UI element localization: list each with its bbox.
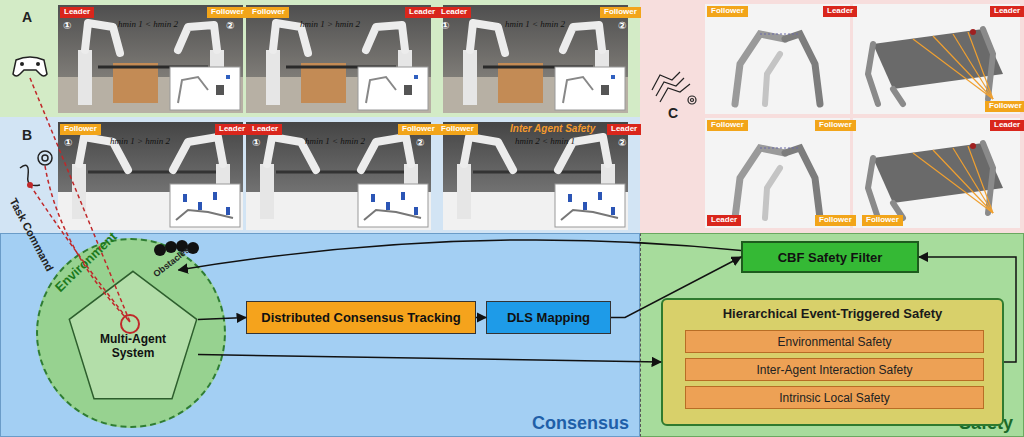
region-panel: Consensus EnvironmentMulti-Agent System Di… — [0, 233, 640, 437]
node-text: Consensus — [532, 413, 629, 434]
role-tag: Leader — [707, 215, 741, 226]
render-image — [853, 4, 1020, 114]
annotation: hmin 1 > hmin 2 — [110, 137, 170, 147]
svg-path — [13, 57, 47, 76]
robot-team-icon — [652, 72, 696, 104]
panel-letter: A — [22, 10, 32, 25]
annotation: hmin 1 < hmin 2 — [305, 137, 365, 147]
render-image — [705, 118, 850, 228]
gamepad-icon — [13, 57, 47, 76]
role-tag: Leader — [990, 6, 1024, 17]
annotation: ① — [64, 137, 72, 148]
environment-circle: EnvironmentMulti-Agent System — [36, 238, 226, 428]
annotation: ① — [63, 20, 71, 31]
annotation: ② — [416, 137, 424, 148]
node-text: Distributed Consensus Tracking — [261, 310, 460, 325]
svg-path — [652, 72, 690, 102]
layer-bar: Intrinsic Local Safety — [685, 386, 984, 409]
role-tag: Follower — [862, 215, 903, 226]
annotation: ① — [252, 137, 260, 148]
node-text: Intrinsic Local Safety — [779, 391, 890, 405]
panel-letter: B — [22, 128, 32, 143]
role-tag: Follower — [815, 215, 856, 226]
render-image — [705, 4, 850, 114]
layer-bar: Inter-Agent Interaction Safety — [685, 358, 984, 381]
role-tag: Follower — [437, 124, 478, 135]
annotation: ② — [618, 137, 626, 148]
process-box: Distributed Consensus Tracking — [246, 301, 476, 334]
annotation: hmin 1 < hmin 2 — [505, 20, 565, 30]
photo — [443, 122, 628, 230]
node-text: Environment — [52, 229, 120, 295]
filter-box: CBF Safety Filter — [741, 241, 919, 273]
role-tag: Follower — [248, 7, 289, 18]
role-tag: Follower — [207, 7, 248, 18]
panel-b-bg — [0, 117, 640, 233]
annotation: ② — [226, 20, 234, 31]
role-tag: Follower — [707, 120, 748, 131]
panel-c-bg — [640, 0, 1024, 233]
svg-circle — [20, 62, 24, 66]
render-image — [853, 118, 1020, 228]
node-text: Inter-Agent Interaction Safety — [756, 363, 912, 377]
role-tag: Follower — [815, 120, 856, 131]
process-box: DLS Mapping — [486, 301, 611, 334]
pentagon-shape — [69, 271, 196, 398]
annotation: ② — [618, 20, 626, 31]
role-tag: Follower — [985, 101, 1024, 112]
panel-letter: C — [668, 106, 678, 121]
node-text: Multi-Agent System — [88, 332, 178, 360]
annotation: ① — [441, 20, 449, 31]
photo — [443, 5, 628, 113]
svg-circle — [42, 155, 48, 161]
node-text: DLS Mapping — [507, 310, 590, 325]
task-icon — [20, 151, 52, 186]
role-tag: Follower — [600, 7, 641, 18]
photo — [58, 5, 243, 113]
svg-circle — [38, 151, 52, 165]
panel-a-bg — [0, 0, 640, 117]
node-text: CBF Safety Filter — [778, 250, 883, 265]
svg-circle — [688, 96, 696, 104]
role-tag: Follower — [398, 124, 439, 135]
role-tag: Leader — [607, 124, 641, 135]
agent-pentagon: Multi-Agent System — [68, 270, 198, 400]
svg-circle — [691, 99, 694, 102]
hierarchy-box: Hierarchical Event-Triggered SafetyEnvir… — [661, 298, 1004, 426]
photo — [246, 5, 431, 113]
svg-path — [20, 165, 40, 185]
role-tag: Leader — [437, 7, 471, 18]
svg-circle — [36, 62, 40, 66]
target-marker — [27, 182, 33, 188]
layer-bar: Environmental Safety — [685, 330, 984, 353]
photo — [246, 122, 431, 230]
role-tag: Leader — [215, 124, 249, 135]
node-text: Hierarchical Event-Triggered Safety — [663, 306, 1002, 321]
role-tag: Follower — [707, 6, 748, 17]
photo — [58, 122, 243, 230]
region-panel: SafetyCBF Safety FilterHierarchical Even… — [640, 233, 1024, 437]
role-tag: Leader — [248, 124, 282, 135]
node-text: Environmental Safety — [777, 335, 891, 349]
role-tag: Leader — [60, 7, 94, 18]
role-tag: Leader — [405, 7, 439, 18]
role-tag: Leader — [823, 6, 857, 17]
annotation: hmin 1 < hmin 2 — [118, 20, 178, 30]
annotation: Inter Agent Safety — [510, 123, 595, 134]
annotation: hmin 2 < hmin 1 — [515, 137, 575, 147]
annotation: hmin 1 > hmin 2 — [300, 20, 360, 30]
role-tag: Leader — [990, 120, 1024, 131]
role-tag: Follower — [60, 124, 101, 135]
